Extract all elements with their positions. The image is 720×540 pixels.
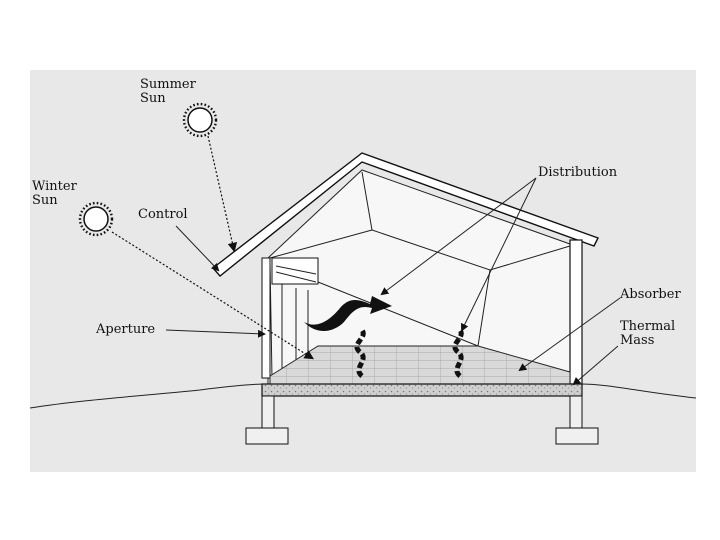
distribution-label: Distribution (538, 165, 618, 180)
foundation (245, 395, 599, 445)
thermal-mass-slab (261, 383, 583, 397)
distribution-leader-1 (380, 177, 537, 296)
aperture-leader (165, 329, 266, 338)
control-label: Control (138, 207, 188, 222)
right-wall (569, 239, 583, 385)
aperture-label: Aperture (95, 322, 155, 337)
absorber-label: Absorber (619, 287, 681, 302)
aperture-window (261, 257, 319, 379)
roof (211, 152, 599, 277)
heat-flow-arrow (304, 296, 392, 332)
back-wall (317, 281, 479, 347)
summer-sun-ray (207, 135, 238, 253)
winter-sun-ray (111, 231, 315, 360)
ground-line (29, 383, 697, 409)
absorber-leader (518, 297, 621, 372)
ceiling-lines (269, 171, 571, 347)
control-leader (175, 225, 220, 272)
winter-sun-icon (78, 201, 114, 237)
thermal-mass-leader (572, 345, 619, 386)
summer-sun-icon (182, 102, 218, 138)
distribution-leader-2 (461, 177, 537, 332)
